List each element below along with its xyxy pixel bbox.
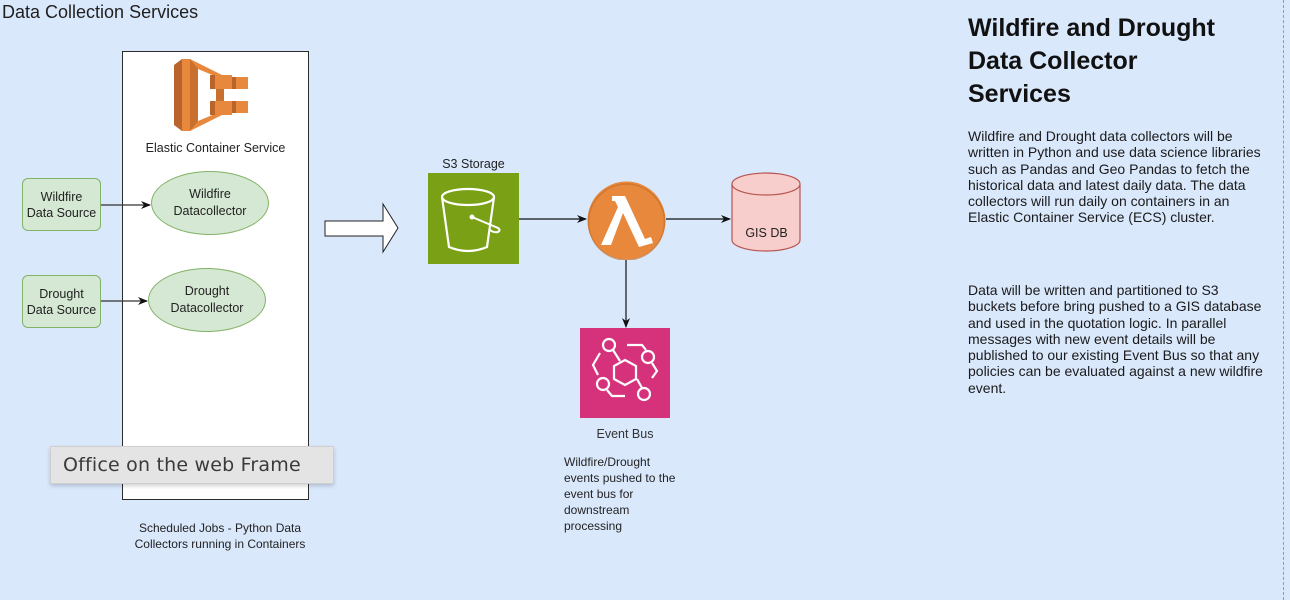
s3-label: S3 Storage	[442, 157, 505, 171]
ecs-caption: Scheduled Jobs - Python Data Collectors …	[100, 520, 340, 552]
bucket-icon	[440, 187, 501, 253]
event-bus-note-line: processing	[564, 519, 623, 533]
event-bus-note-line: event bus for	[564, 487, 634, 501]
event-bus-note: Wildfire/Drought events pushed to the ev…	[564, 454, 714, 534]
side-panel-title: Wildfire and Drought Data Collector Serv…	[968, 12, 1268, 111]
ecs-label: Elastic Container Service	[145, 141, 286, 155]
wildfire-source-line1: Wildfire	[40, 189, 83, 204]
side-title-line: Services	[968, 80, 1071, 108]
eventbridge-icon	[591, 337, 659, 402]
event-bus-note-line: Wildfire/Drought	[564, 455, 651, 469]
event-bus-note-line: events pushed to the	[564, 471, 676, 485]
ecs-caption-line1: Scheduled Jobs - Python Data	[138, 521, 302, 535]
event-bus-label: Event Bus	[596, 427, 654, 441]
event-bus-note-line: downstream	[564, 503, 630, 517]
page-title: Data Collection Services	[2, 2, 199, 22]
drought-source-line2: Data Source	[26, 302, 97, 317]
side-title-line: Data Collector	[968, 47, 1138, 75]
lambda-function[interactable]	[587, 181, 666, 261]
ecs-caption-line2: Collectors running in Containers	[134, 537, 306, 551]
database-icon	[731, 172, 801, 252]
gis-db[interactable]	[731, 172, 802, 252]
office-frame-tooltip: Office on the web Frame	[50, 446, 334, 484]
wildfire-source-line2: Data Source	[26, 205, 97, 220]
gis-db-label: GIS DB	[745, 226, 788, 240]
s3-storage[interactable]	[428, 173, 519, 264]
event-bus[interactable]	[580, 328, 670, 418]
lambda-icon	[587, 181, 666, 261]
page-boundary-dashed-line	[1283, 0, 1284, 600]
drought-collector-line2: Datacollector	[170, 301, 244, 315]
wildfire-collector-line2: Datacollector	[173, 204, 247, 218]
drought-source-line1: Drought	[39, 286, 84, 301]
block-arrow-ecs-to-s3	[324, 202, 399, 254]
side-panel-paragraph-1: Wildfire and Drought data collectors wil…	[968, 128, 1261, 226]
side-title-line: Wildfire and Drought	[968, 14, 1215, 42]
drought-collector-line1: Drought	[184, 284, 230, 298]
side-panel-paragraph-2: Data will be written and partitioned to …	[968, 282, 1263, 396]
wildfire-collector-line1: Wildfire	[189, 187, 231, 201]
ecs-icon	[174, 59, 248, 131]
